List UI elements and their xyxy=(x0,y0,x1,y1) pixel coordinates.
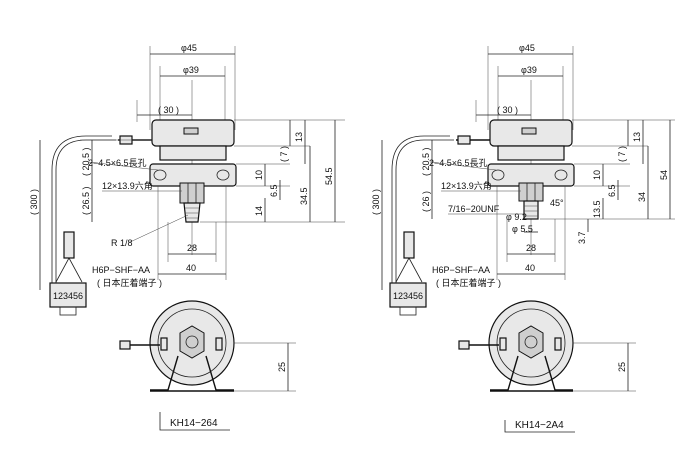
dim-10: 10 xyxy=(254,170,264,180)
dim-phi39-r: φ39 xyxy=(521,65,537,75)
dim-phi39: φ39 xyxy=(183,65,199,75)
label-thread-r: 7/16−20UNF xyxy=(448,204,500,214)
model-title-right: KH14−2A4 xyxy=(515,420,564,431)
dim-34-r: 34 xyxy=(637,192,647,202)
dim-phi9-2: φ 9.2 xyxy=(506,212,527,222)
label-maker: ( 日本圧着端子 ) xyxy=(97,277,162,288)
label-hole-r: 2−4.5×6.5長孔 xyxy=(429,158,488,168)
dim-13: 13 xyxy=(294,132,304,142)
label-connector-r: H6P−SHF−AA xyxy=(432,265,490,275)
dim-54-5: 54.5 xyxy=(324,167,334,185)
dim-300-r: ( 300 ) xyxy=(371,189,381,215)
connector-pins-r: 123456 xyxy=(393,291,423,301)
dim-30-r: ( 30 ) xyxy=(497,105,518,115)
label-hole: 2−4.5×6.5長孔 xyxy=(88,158,147,168)
dim-phi5-5: φ 5.5 xyxy=(512,224,533,234)
label-hex: 12×13.9六角 xyxy=(102,180,153,191)
dim-20-5: ( 20.5 ) xyxy=(81,147,91,176)
dim-300: ( 300 ) xyxy=(29,189,39,215)
right-drawing: φ45 φ39 ( 30 ) ( 7 ) 13 xyxy=(371,43,675,433)
dim-phi45-r: φ45 xyxy=(519,43,535,53)
dim-26-r: ( 26 ) xyxy=(421,191,431,212)
dim-40-r: 40 xyxy=(525,263,535,273)
dim-phi45: φ45 xyxy=(181,43,197,53)
dim-30: ( 30 ) xyxy=(158,105,179,115)
dim-6-5: 6.5 xyxy=(269,184,279,197)
connector-pins: 123456 xyxy=(53,291,83,301)
dim-26-5: ( 26.5 ) xyxy=(81,186,91,215)
left-drawing: φ45 φ39 ( 30 ) xyxy=(29,43,345,431)
dim-40: 40 xyxy=(186,263,196,273)
dim-54-r: 54 xyxy=(659,170,669,180)
dim-28: 28 xyxy=(187,243,197,253)
dim-6-5-r: 6.5 xyxy=(607,184,617,197)
dim-28-r: 28 xyxy=(526,243,536,253)
dim-25-r: 25 xyxy=(617,362,627,372)
dim-7: ( 7 ) xyxy=(279,146,289,162)
model-title-left: KH14−264 xyxy=(170,418,218,429)
dim-25: 25 xyxy=(277,362,287,372)
dim-3-7-r: 3.7 xyxy=(577,231,587,244)
label-maker-r: ( 日本圧着端子 ) xyxy=(436,277,501,288)
label-connector: H6P−SHF−AA xyxy=(92,265,150,275)
label-thread: R 1/8 xyxy=(111,238,133,248)
dim-45deg: 45° xyxy=(550,198,564,208)
dim-13-r: 13 xyxy=(632,132,642,142)
dim-7-r: ( 7 ) xyxy=(617,146,627,162)
dim-13-5-r: 13.5 xyxy=(592,200,602,218)
dim-14: 14 xyxy=(254,206,264,216)
dim-20-5-r: ( 20.5 ) xyxy=(421,147,431,176)
dim-10-r: 10 xyxy=(592,170,602,180)
label-hex-r: 12×13.9六角 xyxy=(441,180,492,191)
dim-34-5: 34.5 xyxy=(299,187,309,205)
